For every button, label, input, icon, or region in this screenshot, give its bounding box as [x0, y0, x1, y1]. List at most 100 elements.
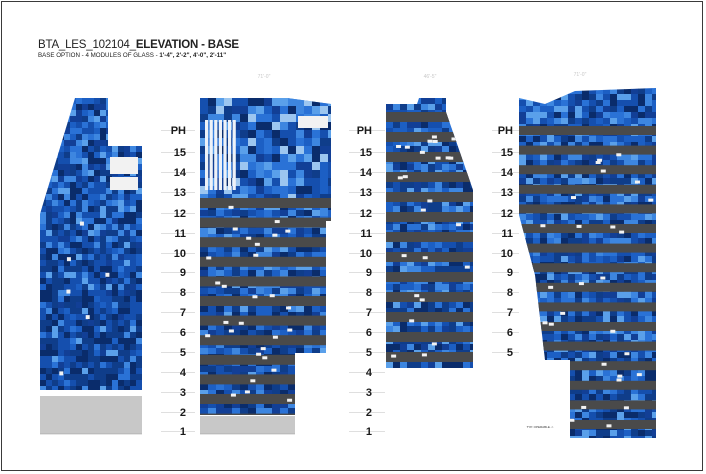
floor-label-7: 7: [366, 307, 372, 319]
glass-panel: [304, 154, 313, 163]
glass-panel: [64, 332, 71, 339]
glass-panel: [82, 296, 89, 303]
glass-panel: [596, 298, 604, 305]
glass-panel: [414, 146, 422, 153]
glass-panel: [540, 412, 548, 419]
floor-label-ph: PH: [498, 125, 513, 137]
glass-panel: [288, 186, 297, 195]
glass-panel: [533, 376, 541, 383]
glass-panel: [575, 436, 583, 438]
glass-panel: [94, 116, 101, 123]
white-panel: [559, 375, 565, 379]
glass-panel: [232, 270, 241, 277]
glass-panel: [554, 370, 562, 377]
glass-panel: [561, 352, 569, 359]
glass-panel: [64, 128, 71, 135]
glass-panel: [264, 114, 273, 123]
floor-slab: [386, 272, 473, 282]
glass-panel: [407, 146, 415, 153]
glass-panel: [124, 242, 131, 249]
glass-panel: [280, 402, 289, 409]
glass-panel: [386, 266, 394, 273]
glass-panel: [76, 146, 83, 153]
glass-panel: [248, 106, 257, 115]
floor-slab: [519, 145, 656, 155]
floor-label-13: 13: [174, 187, 186, 199]
white-panel: [432, 139, 438, 143]
glass-panel: [94, 332, 101, 339]
glass-panel: [304, 414, 313, 415]
glass-panel: [52, 188, 59, 195]
glass-panel: [200, 146, 209, 155]
glass-panel: [118, 230, 125, 237]
glass-panel: [603, 370, 611, 377]
glass-panel: [456, 164, 464, 171]
glass-panel: [540, 400, 548, 407]
glass-panel: [526, 394, 534, 401]
white-panel: [402, 175, 408, 179]
glass-panel: [596, 250, 604, 257]
glass-panel: [88, 332, 95, 339]
glass-panel: [248, 288, 257, 295]
glass-panel: [64, 152, 71, 159]
white-panel: [404, 145, 410, 149]
glass-panel: [400, 200, 408, 207]
glass-panel: [88, 272, 95, 279]
white-panel: [431, 342, 437, 346]
glass-panel: [40, 182, 47, 189]
glass-panel: [407, 122, 415, 129]
glass-panel: [240, 312, 249, 319]
glass-panel: [88, 362, 95, 369]
glass-panel: [603, 310, 611, 317]
glass-panel: [82, 368, 89, 375]
glass-panel: [130, 266, 137, 273]
glass-panel: [76, 212, 83, 219]
glass-panel: [124, 326, 131, 333]
glass-panel: [638, 136, 646, 143]
glass-panel: [304, 228, 313, 235]
glass-panel: [470, 266, 473, 273]
glass-panel: [456, 134, 464, 141]
glass-panel: [232, 138, 241, 147]
glass-panel: [624, 298, 632, 305]
glass-panel: [58, 386, 65, 390]
glass-panel: [386, 248, 394, 255]
glass-panel: [435, 224, 443, 231]
glass-panel: [52, 134, 59, 141]
glass-panel: [76, 224, 83, 231]
white-panel: [59, 371, 64, 376]
glass-panel: [118, 98, 125, 105]
glass-panel: [320, 154, 329, 163]
glass-panel: [610, 220, 618, 227]
glass-panel: [52, 374, 59, 381]
glass-panel: [638, 238, 646, 245]
glass-panel: [617, 88, 625, 95]
glass-panel: [561, 358, 569, 365]
glass-panel: [130, 368, 137, 375]
glass-panel: [248, 130, 257, 139]
glass-panel: [435, 140, 443, 147]
glass-panel: [106, 200, 113, 207]
glass-panel: [575, 316, 583, 323]
glass-panel: [589, 436, 597, 438]
glass-panel: [112, 188, 119, 195]
glass-panel: [248, 162, 257, 171]
glass-panel: [638, 316, 646, 323]
glass-panel: [94, 146, 101, 153]
glass-panel: [617, 136, 625, 143]
glass-panel: [624, 376, 632, 383]
glass-panel: [519, 94, 527, 101]
glass-panel: [568, 142, 576, 149]
glass-panel: [428, 128, 436, 135]
glass-panel: [393, 344, 401, 351]
glass-panel: [94, 194, 101, 201]
glass-panel: [652, 256, 656, 263]
glass-panel: [533, 352, 541, 359]
glass-panel: [519, 304, 527, 311]
glass-panel: [575, 112, 583, 119]
glass-panel: [52, 158, 59, 165]
glass-panel: [70, 320, 77, 327]
glass-panel: [94, 284, 101, 291]
glass-panel: [400, 326, 408, 333]
glass-panel: [547, 100, 555, 107]
